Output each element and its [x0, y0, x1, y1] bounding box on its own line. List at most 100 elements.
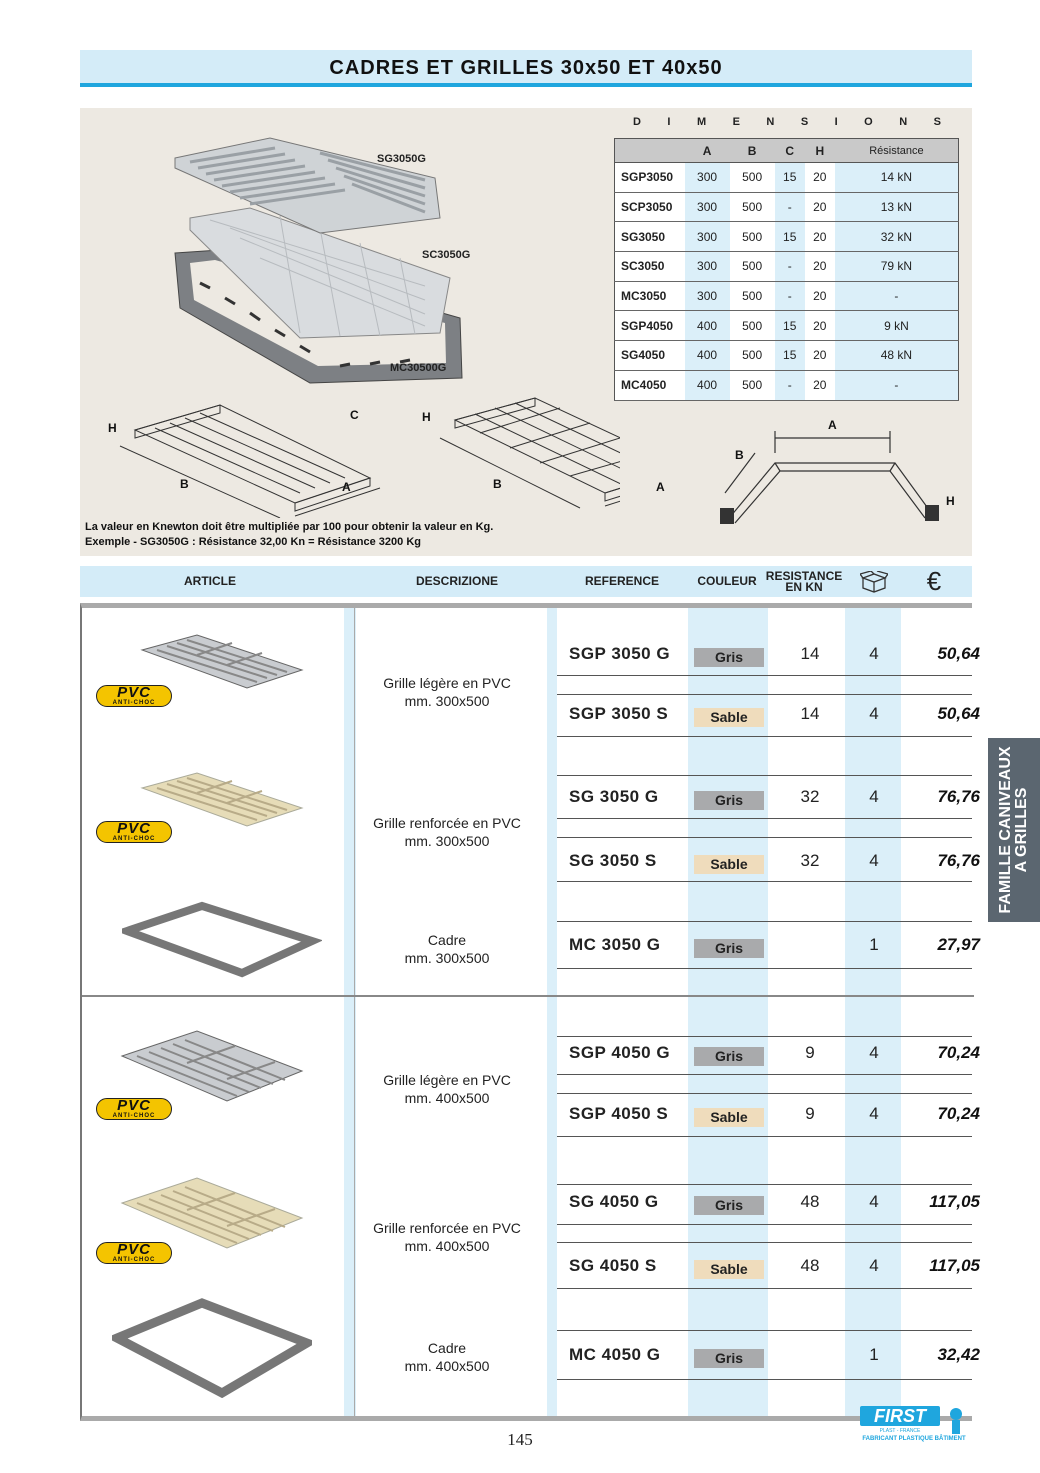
pack-quantity: 4	[869, 787, 879, 806]
dim-h-grille: H	[108, 421, 117, 435]
color-badge: Sable	[694, 1108, 764, 1127]
product-image-mc4050	[112, 1298, 312, 1398]
pack-quantity: 4	[869, 644, 879, 663]
dimension-cell-h: 20	[804, 340, 835, 371]
col-header	[614, 138, 685, 163]
dim-b-grille: B	[180, 477, 189, 491]
product-image-sgp3050	[140, 634, 304, 689]
product-image-mc3050	[122, 901, 322, 978]
dimension-cell-h: 20	[804, 370, 835, 401]
product-reference: SGP 4050 G	[569, 1043, 671, 1062]
pack-quantity: 1	[869, 1345, 879, 1364]
plate-line-drawing	[439, 397, 620, 509]
row-line	[557, 818, 972, 819]
dimension-cell-code: SC3050	[614, 251, 685, 282]
heading-letter: I	[667, 116, 671, 128]
dim-a-frame: A	[828, 418, 837, 432]
dimension-cell-res: 32 kN	[834, 221, 959, 253]
dimension-cell-c: -	[774, 370, 805, 401]
row-line	[557, 837, 972, 838]
heading-letter: D	[633, 116, 641, 128]
grille-line-drawing	[119, 404, 381, 518]
resistance-value: 32	[800, 787, 820, 806]
dimension-cell-code: SGP3050	[614, 162, 685, 193]
heading-letter: S	[933, 116, 941, 128]
row-line	[557, 775, 972, 776]
dimension-cell-b: 500	[729, 281, 775, 312]
pack-quantity: 4	[869, 704, 879, 723]
product-image-sg3050	[140, 772, 304, 827]
col-resistance-line1: RESISTANCE	[765, 568, 843, 583]
dim-b-frame: B	[735, 448, 744, 462]
dimension-cell-res: 79 kN	[834, 251, 959, 282]
first-plast-logo: FIRST PLAST - FRANCE FABRICANT PLASTIQUE…	[858, 1394, 973, 1444]
unit-price: 70,24	[937, 1043, 980, 1062]
row-line	[557, 968, 972, 969]
row-line	[557, 921, 972, 922]
col-header-resistance: Résistance	[834, 138, 959, 163]
col-header-c: C	[774, 138, 805, 163]
dimension-cell-res: 9 kN	[834, 310, 959, 342]
dimension-cell-a: 400	[684, 370, 730, 401]
col-header-b: B	[729, 138, 775, 163]
color-badge: Sable	[694, 855, 764, 874]
dimension-cell-code: MC3050	[614, 281, 685, 312]
resistance-value: 14	[800, 704, 820, 723]
stripe-ref	[547, 608, 557, 1416]
dimension-cell-h: 20	[804, 310, 835, 342]
row-line	[557, 736, 972, 737]
unit-price: 76,76	[937, 787, 980, 806]
color-badge: Sable	[694, 1260, 764, 1279]
dim-h-plate: H	[422, 410, 431, 424]
product-image-sg4050	[120, 1177, 304, 1249]
dimension-cell-c: 15	[774, 340, 805, 371]
dim-b-plate: B	[493, 477, 502, 491]
product-reference: SG 4050 G	[569, 1192, 659, 1211]
row-line	[557, 1093, 972, 1094]
unit-price: 76,76	[937, 851, 980, 870]
color-badge: Gris	[694, 648, 764, 667]
dimension-cell-c: 15	[774, 310, 805, 342]
color-badge: Gris	[694, 791, 764, 810]
dimension-cell-c: 15	[774, 221, 805, 253]
col-reference: REFERENCE	[584, 574, 659, 588]
stripe-desc	[344, 608, 356, 1416]
dimension-cell-c: 15	[774, 162, 805, 193]
resistance-value: 32	[800, 851, 820, 870]
row-line	[557, 1136, 972, 1137]
svg-text:FIRST: FIRST	[874, 1406, 928, 1426]
euro-icon: €	[926, 566, 942, 596]
dimension-cell-a: 300	[684, 281, 730, 312]
conversion-note: La valeur en Knewton doit être multiplié…	[85, 520, 493, 550]
dimension-cell-h: 20	[804, 162, 835, 193]
pack-quantity: 4	[869, 1104, 879, 1123]
label-sg3050g: SG3050G	[377, 153, 426, 165]
color-badge: Sable	[694, 708, 764, 727]
frame-profile-drawing	[720, 431, 939, 524]
product-reference: SGP 3050 G	[569, 644, 671, 663]
pack-quantity: 4	[869, 1043, 879, 1062]
svg-text:PLAST - FRANCE: PLAST - FRANCE	[880, 1428, 921, 1434]
dim-c-grille: C	[350, 408, 359, 422]
dimension-cell-res: 14 kN	[834, 162, 959, 193]
row-line	[557, 1074, 972, 1075]
heading-letter: E	[732, 116, 740, 128]
grille-drawing	[174, 137, 441, 234]
stripe-color	[688, 608, 768, 1416]
note-line-1: La valeur en Knewton doit être multiplié…	[85, 521, 494, 533]
col-resistance: RESISTANCE EN KN	[766, 566, 842, 597]
dimension-cell-code: SG4050	[614, 340, 685, 371]
product-reference: SGP 3050 S	[569, 704, 669, 723]
heading-letter: O	[864, 116, 873, 128]
